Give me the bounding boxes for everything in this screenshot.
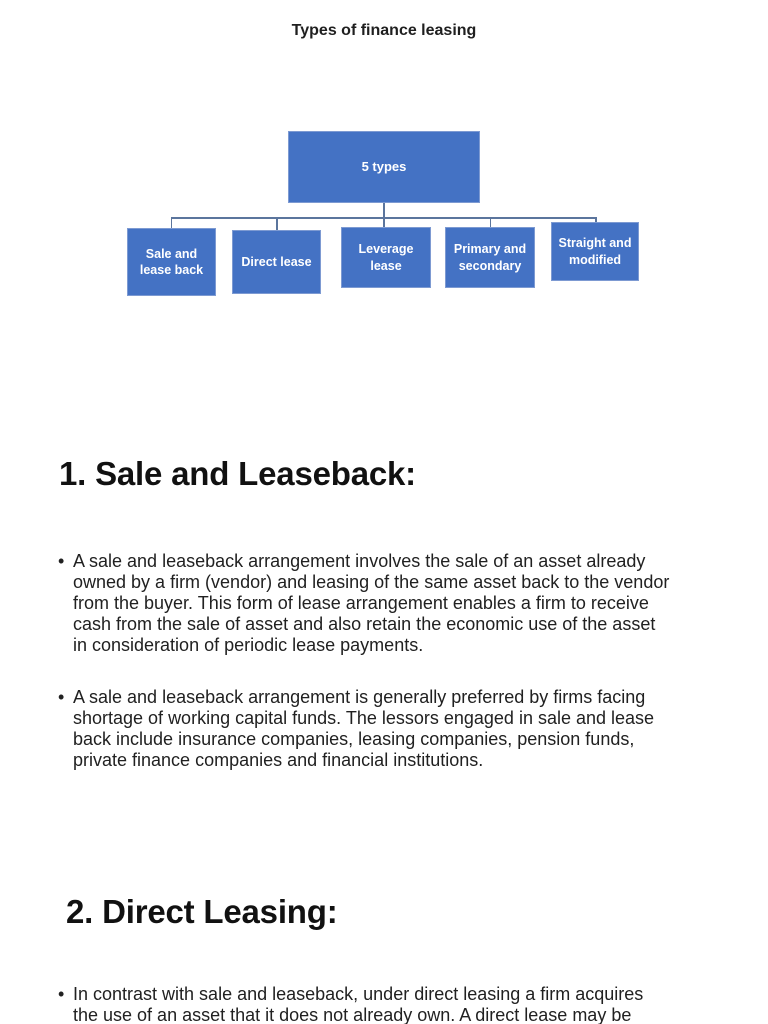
diagram-box-sale-and-lease-back: Sale and lease back [127,228,216,296]
bullet-paragraph: • In contrast with sale and leaseback, u… [58,984,643,1024]
diagram-root-label: 5 types [361,158,407,174]
diagram-box-label-line: secondary [458,258,522,273]
connector-line [595,218,597,223]
bullet-marker: • [58,984,65,1004]
diagram-box-label-line: modified [568,252,622,267]
bullet-marker: • [58,551,65,571]
text-line: A sale and leaseback arrangement is gene… [73,687,646,707]
connector-line [383,203,385,218]
text-line: private finance companies and financial … [73,750,484,770]
diagram-box-primary-and-secondary: Primary and secondary [445,227,535,288]
text-line: back include insurance companies, leasin… [73,729,635,749]
connector-line [383,218,385,227]
diagram-box-label-line: Leverage [358,242,414,257]
text-line: In contrast with sale and leaseback, und… [73,984,644,1004]
diagram-box-label-line: lease back [139,263,204,277]
section-heading-direct-leasing: 2. Direct Leasing: [66,893,338,930]
text-line: the use of an asset that it does not alr… [73,1005,632,1024]
diagram-box-label-line: Direct lease [241,254,312,269]
text-line: from the buyer. This form of lease arran… [73,593,649,613]
text-line: shortage of working capital funds. The l… [73,708,655,728]
connector-line [489,218,491,227]
slide-title: Types of finance leasing [291,22,477,39]
bullet-text: A sale and leaseback arrangement involve… [73,551,669,656]
text-line: owned by a firm (vendor) and leasing of … [73,572,670,592]
bullet-text: In contrast with sale and leaseback, und… [73,984,643,1024]
diagram-box-label-line: Primary and [453,242,527,257]
text-line: in consideration of periodic lease payme… [73,635,424,655]
section-heading-sale-and-leaseback: 1. Sale and Leaseback: [59,455,416,492]
diagram-box-label-line: lease [370,258,402,273]
diagram-box-direct-lease: Direct lease [232,230,321,294]
diagram-box-label-line: Straight and [558,236,632,251]
diagram-root-box: 5 types [288,131,480,203]
connector-line [170,217,597,219]
connector-line [170,218,172,228]
bullet-paragraph: • A sale and leaseback arrangement is ge… [58,687,654,771]
diagram-box-straight-and-modified: Straight and modified [551,222,639,281]
text-line: cash from the sale of asset and also ret… [73,614,656,634]
text-line: A sale and leaseback arrangement involve… [73,551,646,571]
bullet-text: A sale and leaseback arrangement is gene… [73,687,654,771]
diagram-box-leverage-lease: Leverage lease [341,227,431,288]
bullet-marker: • [58,687,65,707]
connector-line [276,218,278,230]
bullet-paragraph: • A sale and leaseback arrangement invol… [58,551,669,656]
diagram-box-label-line: Sale and [145,246,198,261]
